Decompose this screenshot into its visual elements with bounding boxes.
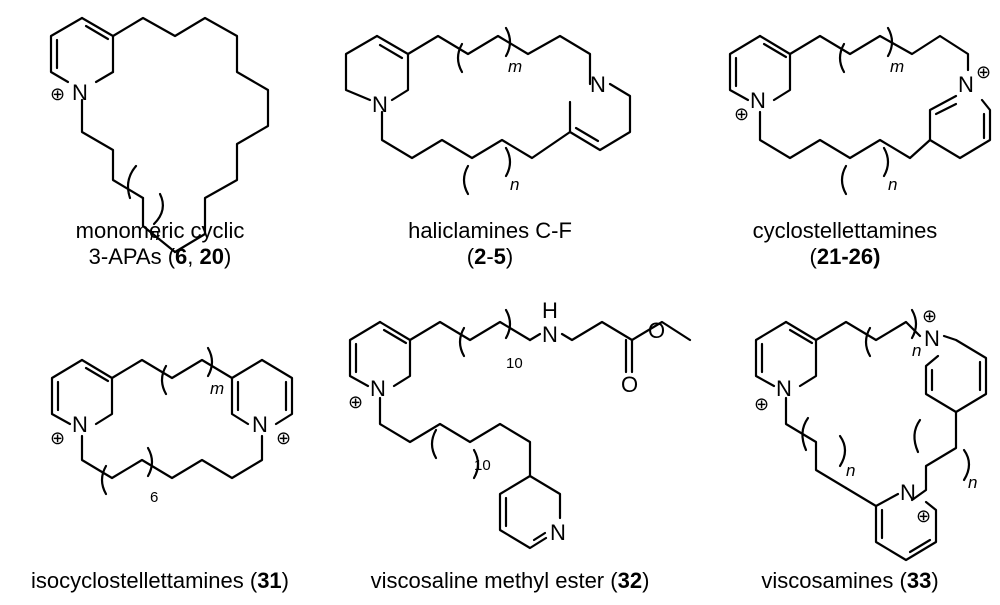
compound-ref: 5 bbox=[493, 244, 506, 269]
caption-viscosamines: viscosamines (33) bbox=[720, 568, 980, 594]
index-10: 10 bbox=[474, 457, 491, 474]
atom-n: N bbox=[958, 72, 974, 97]
caption-text: viscosaline methyl ester ( bbox=[370, 568, 618, 593]
compound-ref: 20 bbox=[199, 244, 225, 269]
compound-ref: 33 bbox=[906, 568, 932, 593]
index-n: n bbox=[846, 461, 855, 480]
caption-text: ( bbox=[466, 244, 475, 269]
caption-line: monomeric cyclic bbox=[75, 218, 245, 243]
caption-text: - bbox=[486, 244, 494, 269]
atom-n: N bbox=[252, 412, 268, 437]
index-m: m bbox=[210, 379, 224, 398]
atom-n: N bbox=[550, 520, 566, 545]
index-n: n bbox=[912, 341, 921, 360]
atom-h: H bbox=[542, 298, 558, 323]
structure-cyclostellettamines bbox=[728, 26, 992, 196]
caption-line: (2-5) bbox=[340, 244, 640, 270]
compound-ref: 6 bbox=[175, 244, 188, 269]
caption-text: ) bbox=[224, 244, 232, 269]
atom-n: N bbox=[776, 376, 792, 401]
index-m: m bbox=[890, 57, 904, 76]
positive-charge-icon: ⊕ bbox=[976, 62, 991, 83]
atom-n: N bbox=[924, 326, 940, 351]
caption-text: ) bbox=[505, 244, 514, 269]
caption-haliclamines: haliclamines C-F (2-5) bbox=[340, 218, 640, 270]
positive-charge-icon: ⊕ bbox=[734, 104, 749, 125]
atom-n: N bbox=[590, 72, 606, 97]
atom-n: N bbox=[370, 376, 386, 401]
caption-text: 3-APAs ( bbox=[88, 244, 176, 269]
atom-n: N bbox=[372, 92, 388, 117]
positive-charge-icon: ⊕ bbox=[348, 392, 363, 413]
positive-charge-icon: ⊕ bbox=[276, 428, 291, 449]
atom-o: O bbox=[648, 318, 665, 343]
atom-o: O bbox=[621, 372, 638, 397]
caption-cyclostellettamines: cyclostellettamines (21-26) bbox=[695, 218, 995, 270]
atom-n: N bbox=[72, 412, 88, 437]
caption-monomeric-cyclic-3apas: monomeric cyclic 3-APAs (6, 20) bbox=[10, 218, 310, 270]
structure-viscosaline-methyl-ester bbox=[348, 308, 692, 550]
caption-line: 3-APAs (6, 20) bbox=[10, 244, 310, 270]
caption-text: , bbox=[187, 244, 200, 269]
positive-charge-icon: ⊕ bbox=[916, 506, 931, 527]
caption-text: ) bbox=[931, 568, 939, 593]
structure-isocyclostellettamines bbox=[50, 346, 294, 496]
caption-isocyclostellettamines: isocyclostellettamines (31) bbox=[0, 568, 320, 594]
atom-n: N bbox=[72, 80, 88, 105]
caption-text: viscosamines ( bbox=[761, 568, 907, 593]
index-n: n bbox=[968, 473, 977, 492]
caption-text: ) bbox=[642, 568, 650, 593]
compound-ref: 31 bbox=[257, 568, 282, 593]
index-10: 10 bbox=[506, 355, 523, 372]
structure-haliclamines bbox=[344, 26, 632, 196]
caption-text: isocyclostellettamines ( bbox=[31, 568, 258, 593]
positive-charge-icon: ⊕ bbox=[50, 428, 65, 449]
index-n: n bbox=[888, 175, 897, 194]
structure-monomeric-cyclic-3apa bbox=[49, 16, 270, 254]
caption-line: cyclostellettamines bbox=[752, 218, 938, 243]
caption-text: ) bbox=[281, 568, 289, 593]
atom-n: N bbox=[900, 480, 916, 505]
atom-n: N bbox=[750, 88, 766, 113]
caption-viscosaline-methyl-ester: viscosaline methyl ester (32) bbox=[340, 568, 680, 594]
compound-ref: 2 bbox=[474, 244, 487, 269]
index-n: n bbox=[510, 175, 519, 194]
index-m: m bbox=[508, 57, 522, 76]
compound-ref: 32 bbox=[617, 568, 643, 593]
compound-ref: 21-26) bbox=[816, 244, 881, 269]
caption-text: ( bbox=[809, 244, 817, 269]
structure-viscosamines bbox=[754, 308, 988, 562]
caption-line: haliclamines C-F bbox=[408, 218, 572, 243]
index-6: 6 bbox=[150, 489, 158, 506]
positive-charge-icon: ⊕ bbox=[50, 84, 65, 105]
positive-charge-icon: ⊕ bbox=[922, 306, 937, 327]
atom-n: N bbox=[542, 322, 558, 347]
index-n: n bbox=[150, 225, 159, 244]
caption-line: (21-26) bbox=[695, 244, 995, 270]
positive-charge-icon: ⊕ bbox=[754, 394, 769, 415]
